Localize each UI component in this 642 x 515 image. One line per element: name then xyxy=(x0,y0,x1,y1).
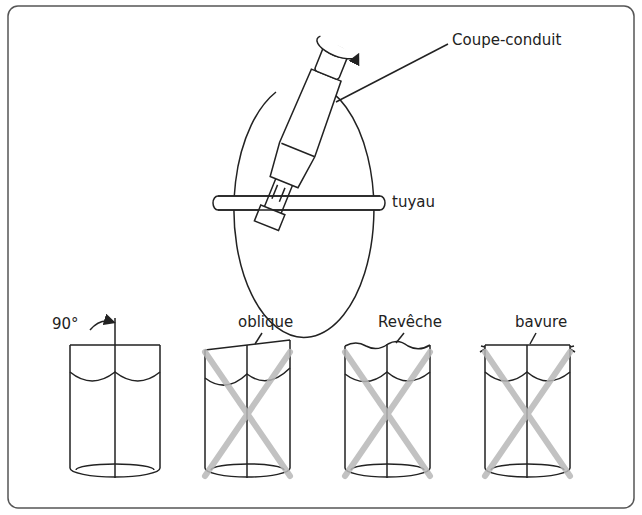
leader-line xyxy=(336,44,448,102)
part-label: Coupe-conduit xyxy=(452,32,561,49)
frame xyxy=(8,6,634,508)
pipe xyxy=(213,196,385,210)
pipe-oblique-cut xyxy=(205,333,290,478)
pipe-burr-cut xyxy=(480,333,575,478)
wrong-cross xyxy=(205,352,570,476)
pipe-rough-cut xyxy=(345,333,430,478)
defect-label: bavure xyxy=(515,314,567,331)
defect-label: Revêche xyxy=(378,314,442,331)
angle-label: 90° xyxy=(52,316,79,333)
pipe-cutter xyxy=(245,35,359,233)
part-label: tuyau xyxy=(392,194,435,211)
pipe-square-cut xyxy=(70,318,160,478)
defect-label: oblique xyxy=(238,314,293,331)
